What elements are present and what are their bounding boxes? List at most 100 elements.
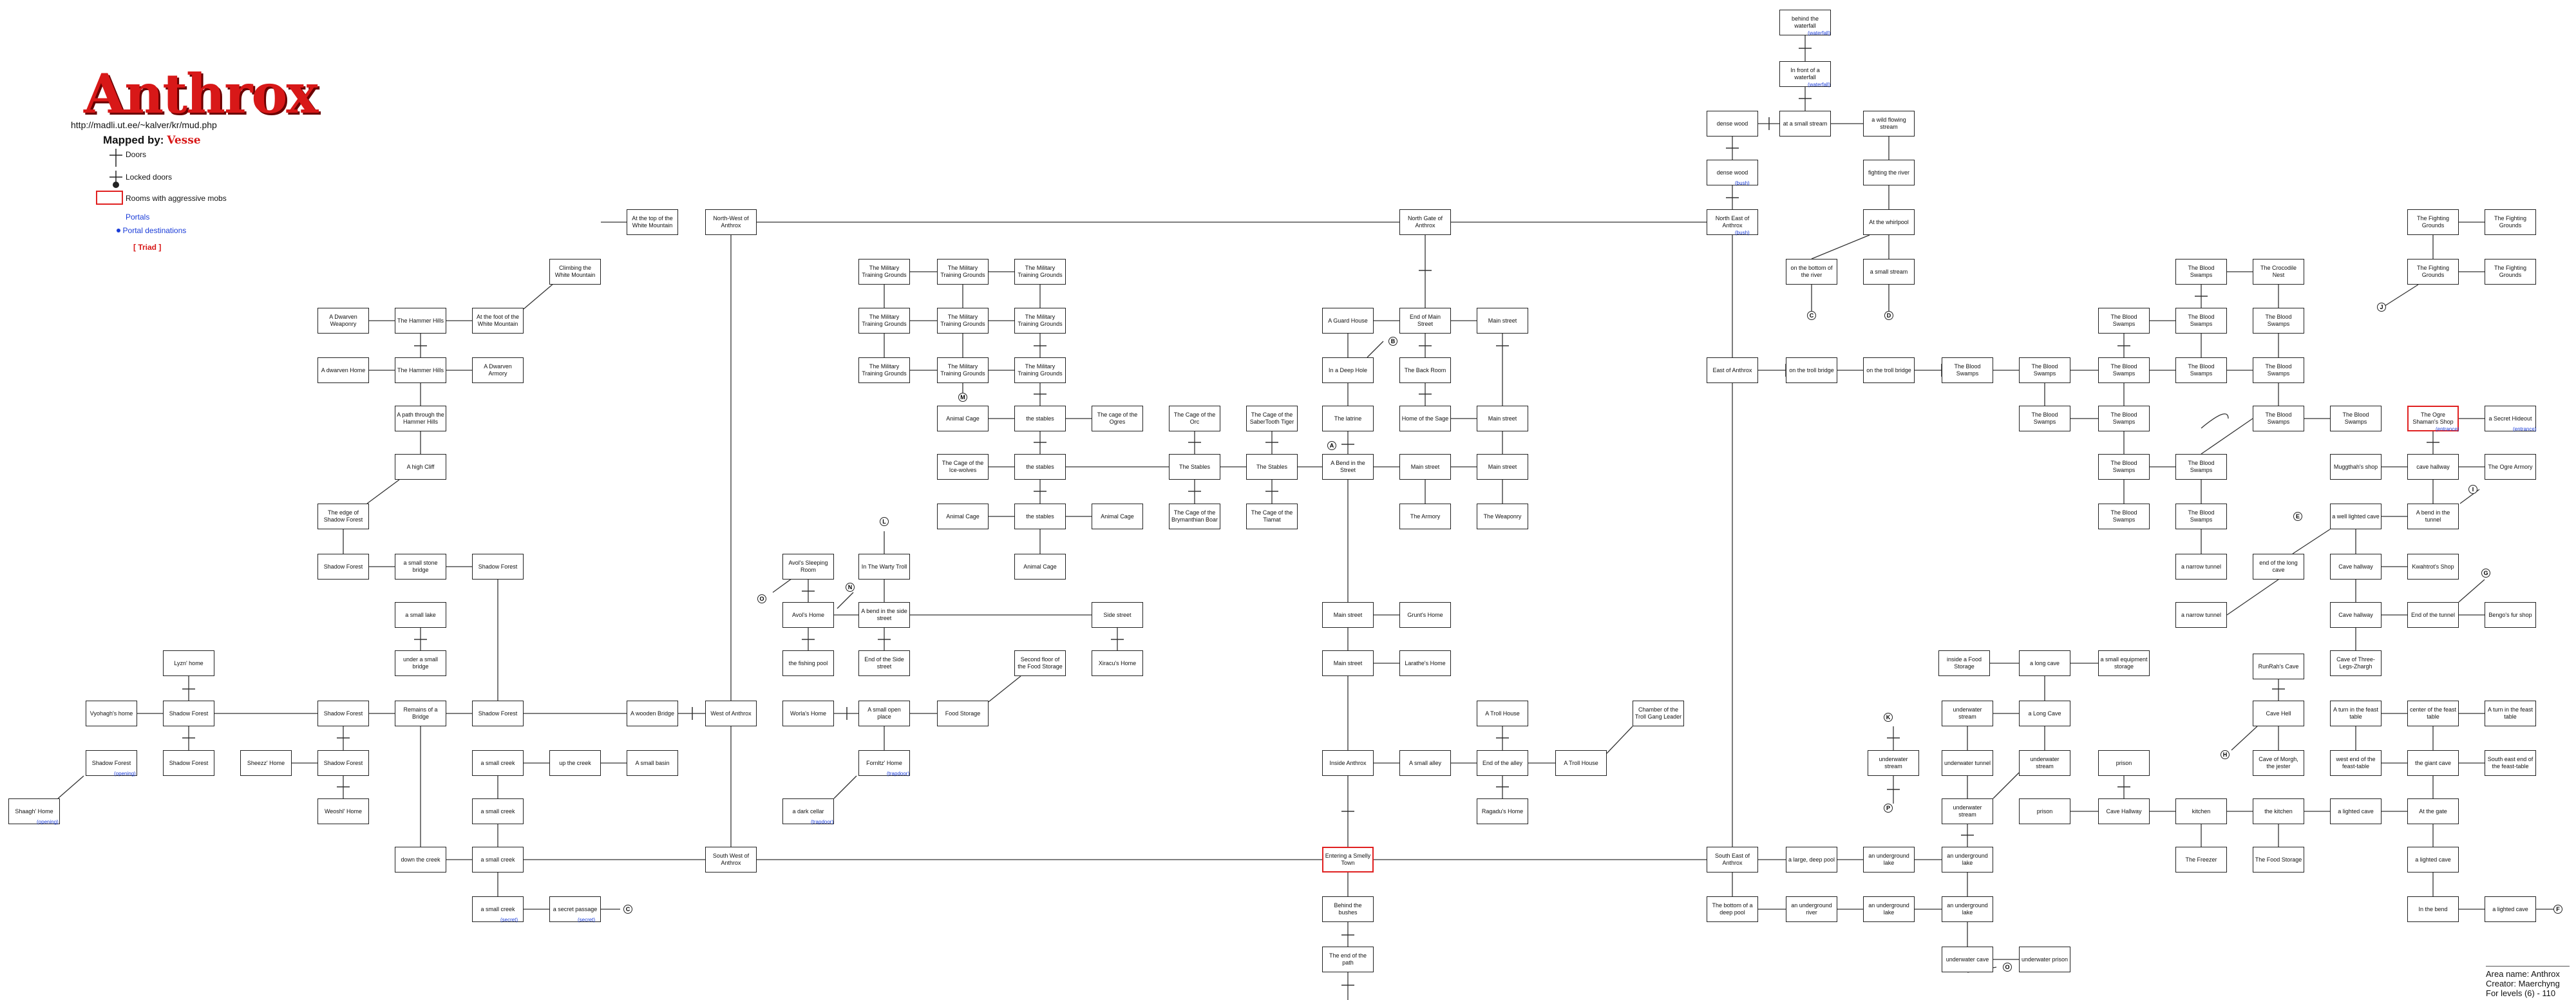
portal-tag: (bush) — [1735, 180, 1750, 186]
map-room: The end of the path — [1322, 947, 1374, 972]
connection-line — [833, 775, 857, 799]
map-room: The Military Training Grounds — [1014, 308, 1066, 334]
map-room: Cave Hell — [2253, 701, 2304, 726]
map-room: the kitchen — [2253, 798, 2304, 824]
map-room: At the gate — [2407, 798, 2459, 824]
map-room: Climbing the White Mountain — [549, 259, 601, 285]
map-room: a dark cellar — [782, 798, 834, 824]
portal-marker: H — [2221, 750, 2230, 759]
map-room: the stables — [1014, 406, 1066, 431]
map-room: a small stream — [1863, 259, 1915, 285]
portal-marker: A — [1327, 441, 1336, 450]
map-room: The Cage of the Tiamat — [1246, 504, 1298, 529]
connection-line — [2201, 418, 2253, 455]
map-room: Vyohagh's home — [86, 701, 137, 726]
map-room: a lighted cave — [2330, 798, 2382, 824]
map-room: the giant cave — [2407, 750, 2459, 776]
map-room: A small open place — [858, 701, 910, 726]
portal-tag: (entrance) — [2436, 426, 2459, 432]
map-room: The Fighting Grounds — [2485, 259, 2536, 285]
connection-line — [57, 775, 84, 799]
portal-marker: F — [2553, 905, 2562, 914]
map-room: Shadow Forest — [472, 701, 524, 726]
map-room: Cave of Morgh, the jester — [2253, 750, 2304, 776]
portal-marker: C — [1807, 311, 1816, 320]
map-room: The Fighting Grounds — [2407, 209, 2459, 235]
map-room: a well lighted cave — [2330, 504, 2382, 529]
aggressive-room-icon — [96, 191, 123, 205]
map-room: Kwahtrot's Shop — [2407, 554, 2459, 580]
map-room: Avol's Sleeping Room — [782, 554, 834, 580]
map-room: Muggthah's shop — [2330, 454, 2382, 480]
map-room: prison — [2019, 798, 2070, 824]
map-room: Cave hallway — [2330, 554, 2382, 580]
map-room: South East of Anthrox — [1707, 847, 1758, 873]
map-room: The Ogre Armory — [2485, 454, 2536, 480]
map-room: The Freezer — [2175, 847, 2227, 873]
map-room: East of Anthrox — [1707, 357, 1758, 383]
map-room: South east end of the feast-table — [2485, 750, 2536, 776]
map-room: Weoshl' Home — [317, 798, 369, 824]
connection-line — [2382, 284, 2419, 308]
map-room: The Hammer Hills — [395, 357, 446, 383]
portal-marker: E — [2293, 512, 2302, 521]
map-room: Animal Cage — [1092, 504, 1143, 529]
connection-line — [366, 479, 400, 504]
map-room: The Blood Swamps — [2175, 259, 2227, 285]
map-room: A Guard House — [1322, 308, 1374, 334]
map-room: The Blood Swamps — [2098, 308, 2150, 334]
map-room: Animal Cage — [937, 406, 989, 431]
map-room: The Blood Swamps — [2098, 454, 2150, 480]
portal-tag: (entrance) — [2513, 426, 2537, 432]
map-room: on the troll bridge — [1786, 357, 1837, 383]
connection-line — [2231, 726, 2258, 751]
map-room: Home of the Sage — [1399, 406, 1451, 431]
credits-levels: For levels (6) - 110 — [2486, 988, 2556, 998]
map-room: an underground lake — [1863, 847, 1915, 873]
map-room: on the bottom of the river — [1786, 259, 1837, 285]
portal-tag: (waterfall) — [1808, 82, 1831, 88]
map-room: prison — [2098, 750, 2150, 776]
map-room: Animal Cage — [937, 504, 989, 529]
map-room: The edge of Shadow Forest — [317, 504, 369, 529]
map-room: End of the tunnel — [2407, 602, 2459, 628]
map-room: The Blood Swamps — [2253, 406, 2304, 431]
map-room: The Food Storage — [2253, 847, 2304, 873]
map-room: Chamber of the Troll Gang Leader — [1633, 701, 1684, 726]
map-room: Larathe's Home — [1399, 650, 1451, 676]
portal-tag: (trapdoor) — [811, 819, 834, 825]
map-room: Lyzn' home — [163, 650, 214, 676]
map-room: Main street — [1477, 308, 1528, 334]
map-room: the stables — [1014, 504, 1066, 529]
portal-marker: J — [2377, 303, 2386, 312]
map-room: underwater prison — [2019, 947, 2070, 972]
map-room: Behind the bushes — [1322, 896, 1374, 922]
map-room: The Cage of the Orc — [1169, 406, 1220, 431]
map-room: The Blood Swamps — [2175, 357, 2227, 383]
map-room: a narrow tunnel — [2175, 602, 2227, 628]
map-room: At the foot of the White Mountain — [472, 308, 524, 334]
map-room: A wooden Bridge — [627, 701, 678, 726]
map-room: a large, deep pool — [1786, 847, 1837, 873]
map-room: The Cage of the SaberTooth Tiger — [1246, 406, 1298, 431]
map-room: a narrow tunnel — [2175, 554, 2227, 580]
map-room: a small lake — [395, 602, 446, 628]
map-room: Cave of Three-Legs-Zhargh — [2330, 650, 2382, 676]
connection-line — [1993, 772, 2020, 799]
portal-marker: L — [880, 517, 889, 526]
map-room: A Bend in the Street — [1322, 454, 1374, 480]
map-room: a Long Cave — [2019, 701, 2070, 726]
map-room: at a small stream — [1779, 111, 1831, 137]
map-room: end of the long cave — [2253, 554, 2304, 580]
map-room: Shadow Forest — [163, 750, 214, 776]
map-room: Grunt's Home — [1399, 602, 1451, 628]
map-room: Main street — [1322, 650, 1374, 676]
map-room: A Troll House — [1477, 701, 1528, 726]
door-icon — [109, 149, 122, 167]
map-room: Fornltz' Home — [858, 750, 910, 776]
map-room: A dwarven Home — [317, 357, 369, 383]
map-room: underwater tunnel — [1942, 750, 1993, 776]
map-room: Shadow Forest — [317, 750, 369, 776]
portal-marker: B — [1388, 337, 1397, 346]
map-room: The Fighting Grounds — [2407, 259, 2459, 285]
